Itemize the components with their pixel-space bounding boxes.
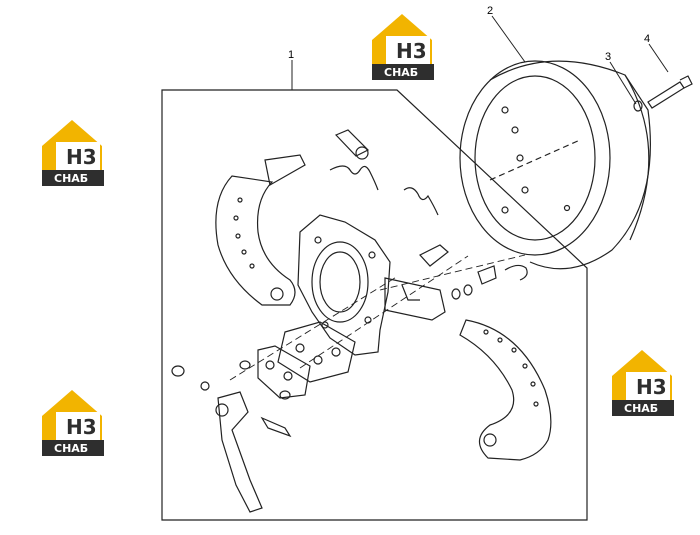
callout-1-label: 1 — [288, 49, 294, 61]
spacer-plate — [257, 345, 311, 399]
backing-plate — [297, 214, 391, 356]
brand-logo-right: H3 СНАБ — [612, 350, 674, 416]
brand-logo-left-top: H3 СНАБ — [42, 120, 104, 186]
fasteners — [171, 360, 292, 438]
cam-bracket — [384, 244, 528, 321]
brand-logo-top: H3 СНАБ — [372, 14, 434, 80]
svg-text:СНАБ: СНАБ — [54, 442, 88, 455]
brake-drum — [459, 60, 651, 270]
right-brake-shoe — [459, 319, 552, 461]
slack-adjuster-lever — [215, 391, 263, 513]
svg-text:H3: H3 — [636, 375, 667, 399]
callout-3-label: 3 — [605, 51, 611, 63]
lining-plate — [277, 321, 356, 383]
callout-2-label: 2 — [487, 5, 493, 17]
anchor-pin — [334, 129, 370, 160]
bolt — [647, 75, 693, 109]
callout-2-leader — [491, 15, 526, 63]
assembly-frame — [161, 89, 588, 521]
svg-text:H3: H3 — [66, 415, 97, 439]
assembly-axes — [229, 254, 526, 381]
return-spring-middle — [403, 187, 439, 216]
svg-text:H3: H3 — [66, 145, 97, 169]
callout-4-label: 4 — [644, 33, 650, 45]
callout-3-leader — [609, 61, 637, 105]
svg-text:H3: H3 — [396, 39, 427, 63]
left-brake-shoe — [215, 154, 306, 306]
svg-text:СНАБ: СНАБ — [624, 402, 658, 415]
svg-text:СНАБ: СНАБ — [54, 172, 88, 185]
brand-logo-left-bottom: H3 СНАБ — [42, 390, 104, 456]
return-spring-upper — [329, 165, 379, 191]
callout-4-leader — [648, 43, 669, 73]
svg-text:СНАБ: СНАБ — [384, 66, 418, 79]
washer — [633, 100, 643, 112]
